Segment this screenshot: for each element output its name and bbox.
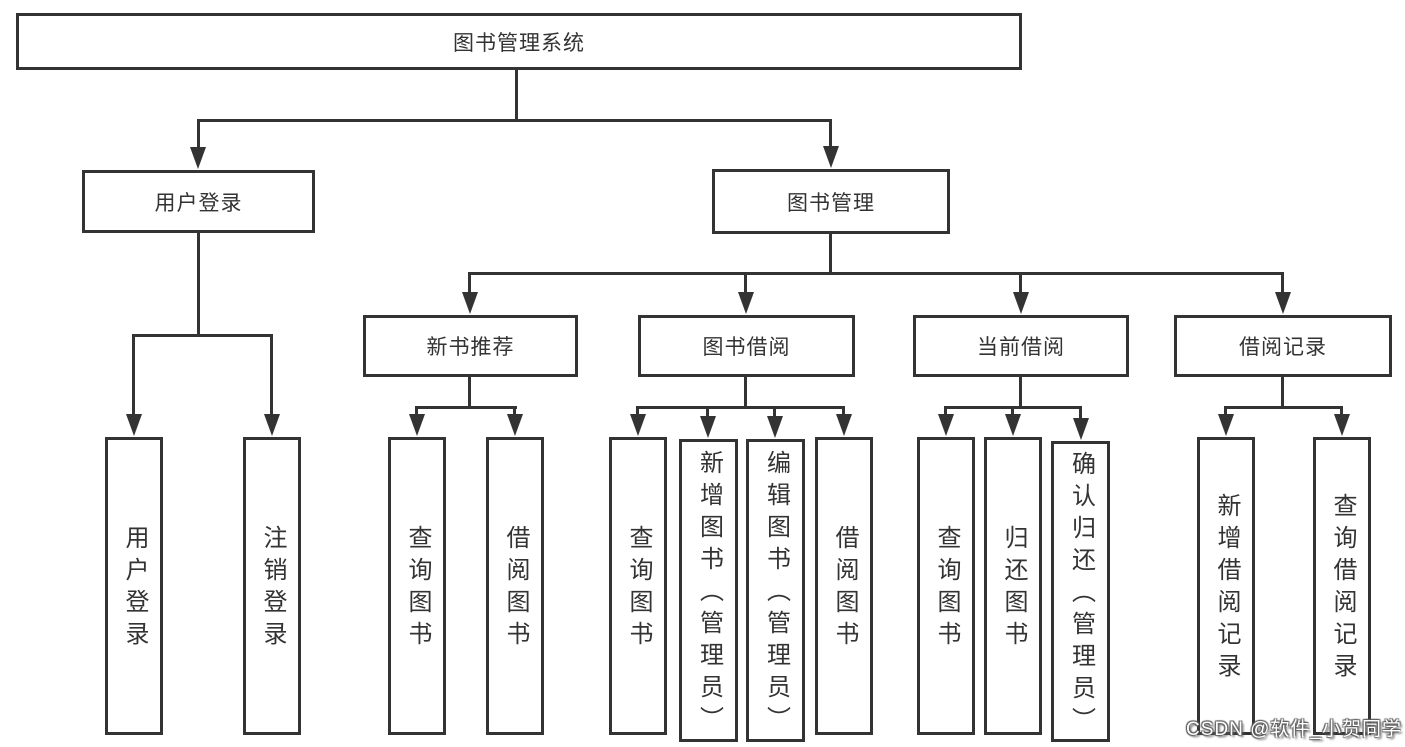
node-label: 用户登录 xyxy=(121,525,148,653)
arrow-down-icon xyxy=(738,292,754,314)
node-label: 确认归还（管理员） xyxy=(1067,450,1095,739)
node-label: 当前借阅 xyxy=(977,336,1065,359)
connector-line xyxy=(513,406,516,418)
arrow-down-icon xyxy=(630,414,646,436)
node-user-login: 用户登录 xyxy=(82,170,315,233)
arrow-down-icon xyxy=(507,414,523,436)
node-new-book-recommend: 新书推荐 xyxy=(363,315,578,377)
node-label: 新增图书（管理员） xyxy=(695,449,723,738)
connector-line xyxy=(744,377,747,407)
connector-line xyxy=(1019,272,1022,294)
arrow-down-icon xyxy=(823,146,839,168)
arrow-down-icon xyxy=(1005,414,1021,436)
node-edit-books-admin: 编辑图书（管理员） xyxy=(746,439,805,742)
connector-line xyxy=(1281,272,1284,294)
arrow-down-icon xyxy=(700,416,716,438)
connector-line xyxy=(636,406,639,418)
node-label: 编辑图书（管理员） xyxy=(762,449,790,738)
node-label: 查询图书 xyxy=(625,525,652,653)
node-label: 查询图书 xyxy=(933,525,960,653)
connector-line xyxy=(469,272,1283,275)
arrow-down-icon xyxy=(409,414,425,436)
arrow-down-icon xyxy=(190,147,206,169)
connector-line xyxy=(744,272,747,294)
connector-line xyxy=(468,377,471,407)
arrow-down-icon xyxy=(126,414,142,436)
connector-line xyxy=(637,406,845,409)
connector-line xyxy=(706,406,709,420)
connector-line xyxy=(416,406,517,409)
connector-line xyxy=(133,334,273,337)
node-query-books-recommend: 查询图书 xyxy=(388,437,446,735)
node-label: 借阅记录 xyxy=(1239,336,1327,359)
connector-line xyxy=(197,233,200,335)
node-query-books-borrowing: 查询图书 xyxy=(609,437,667,735)
node-return-books: 归还图书 xyxy=(984,437,1042,735)
connector-line xyxy=(132,334,135,416)
connector-line xyxy=(197,119,832,122)
node-add-borrow-record: 新增借阅记录 xyxy=(1197,437,1255,735)
node-label: 注销登录 xyxy=(259,525,286,653)
connector-line xyxy=(1224,406,1227,418)
arrow-down-icon xyxy=(836,414,852,436)
node-borrow-books-recommend: 借阅图书 xyxy=(486,437,544,735)
node-query-books-current: 查询图书 xyxy=(917,437,975,735)
csdn-watermark: CSDN @软件_小贺同学 xyxy=(1186,719,1402,740)
connector-line xyxy=(944,406,947,418)
connector-line xyxy=(829,234,832,275)
node-confirm-return-admin: 确认归还（管理员） xyxy=(1051,441,1110,742)
connector-line xyxy=(773,406,776,420)
node-user-login-leaf: 用户登录 xyxy=(105,437,163,735)
connector-line xyxy=(842,406,845,418)
node-label: 新增借阅记录 xyxy=(1213,493,1240,685)
node-label: 图书借阅 xyxy=(702,336,791,359)
node-book-borrowing: 图书借阅 xyxy=(638,315,855,377)
node-current-borrowing: 当前借阅 xyxy=(913,315,1129,377)
arrow-down-icon xyxy=(1073,418,1089,440)
node-label: 用户登录 xyxy=(154,191,243,215)
node-logout: 注销登录 xyxy=(243,437,301,735)
node-add-books-admin: 新增图书（管理员） xyxy=(679,439,738,742)
node-library-management-system: 图书管理系统 xyxy=(16,13,1022,70)
connector-line xyxy=(415,406,418,418)
arrow-down-icon xyxy=(264,414,280,436)
connector-line xyxy=(1011,406,1014,418)
arrow-down-icon xyxy=(938,414,954,436)
connector-line xyxy=(1019,377,1022,407)
connector-line xyxy=(1079,406,1082,422)
connector-line xyxy=(270,334,273,416)
node-label: 借阅图书 xyxy=(831,525,858,653)
node-label: 图书管理 xyxy=(787,191,875,215)
arrow-down-icon xyxy=(1218,414,1234,436)
node-book-management: 图书管理 xyxy=(712,169,950,234)
connector-line xyxy=(829,119,832,148)
node-borrow-books-leaf: 借阅图书 xyxy=(815,437,873,735)
arrow-down-icon xyxy=(462,292,478,314)
connector-line xyxy=(1340,406,1343,418)
node-label: 归还图书 xyxy=(1000,525,1027,653)
node-query-borrow-record: 查询借阅记录 xyxy=(1313,437,1371,735)
connector-line xyxy=(1225,406,1343,409)
node-label: 查询图书 xyxy=(404,525,431,653)
node-borrowing-records: 借阅记录 xyxy=(1174,315,1392,377)
arrow-down-icon xyxy=(1334,414,1350,436)
connector-line xyxy=(468,272,471,294)
arrow-down-icon xyxy=(1275,292,1291,314)
connector-line xyxy=(197,119,200,149)
node-label: 图书管理系统 xyxy=(453,31,585,55)
connector-line xyxy=(515,70,518,120)
node-label: 新书推荐 xyxy=(426,336,515,359)
connector-line xyxy=(1281,377,1284,407)
arrow-down-icon xyxy=(767,416,783,438)
node-label: 借阅图书 xyxy=(502,525,529,653)
node-label: 查询借阅记录 xyxy=(1329,493,1356,685)
arrow-down-icon xyxy=(1013,292,1029,314)
